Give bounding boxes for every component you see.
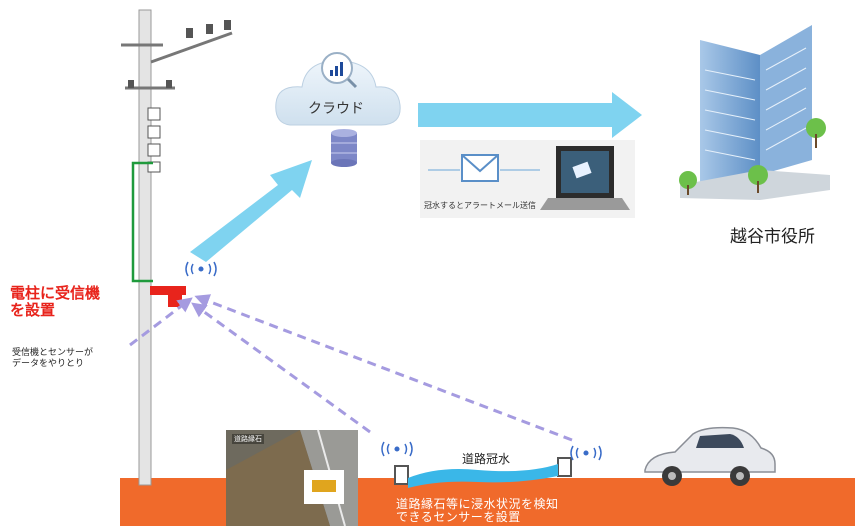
sensor-right [557, 457, 572, 477]
utility-pole [121, 9, 233, 486]
sensor-signal-icon-right [570, 445, 602, 461]
power-wire [131, 161, 153, 283]
cloud-label: クラウド [308, 101, 364, 117]
flood-label: 道路冠水 [462, 452, 511, 466]
exchange-note-line1: 受信機とセンサーが [12, 348, 94, 358]
city-hall-building [679, 25, 830, 200]
dashed-arrows [129, 294, 573, 442]
curb-photo [226, 429, 358, 526]
cloud-icon [275, 52, 401, 126]
flood-water [408, 464, 558, 488]
ground-note: 道路縁石等に浸水状況を検知 できるセンサーを設置 [396, 498, 559, 524]
alert-panel [420, 140, 635, 218]
city-hall-label: 越谷市役所 [730, 227, 815, 247]
ground-note-line2: できるセンサーを設置 [396, 510, 521, 524]
exchange-note-line2: データをやりとり [12, 359, 85, 369]
photo-caption: 道路縁石 [232, 434, 264, 444]
arrow-to-city-hall [418, 92, 642, 138]
car-icon [644, 426, 776, 486]
receiver-note: 電柱に受信機 を設置 [10, 285, 100, 319]
sensor-signal-icon-left [381, 441, 413, 457]
receiver-box [150, 286, 186, 307]
arrow-to-cloud [190, 160, 312, 262]
ground-note-line1: 道路縁石等に浸水状況を検知 [396, 497, 559, 511]
exchange-note: 受信機とセンサーが データをやりとり [12, 348, 93, 370]
alert-caption: 冠水するとアラートメール送信 [424, 201, 536, 210]
receiver-note-line2: を設置 [10, 301, 56, 319]
sensor-left [394, 465, 409, 485]
receiver-note-line1: 電柱に受信機 [10, 284, 101, 302]
database-icon [331, 129, 357, 167]
receiver-signal-icon [185, 261, 217, 277]
